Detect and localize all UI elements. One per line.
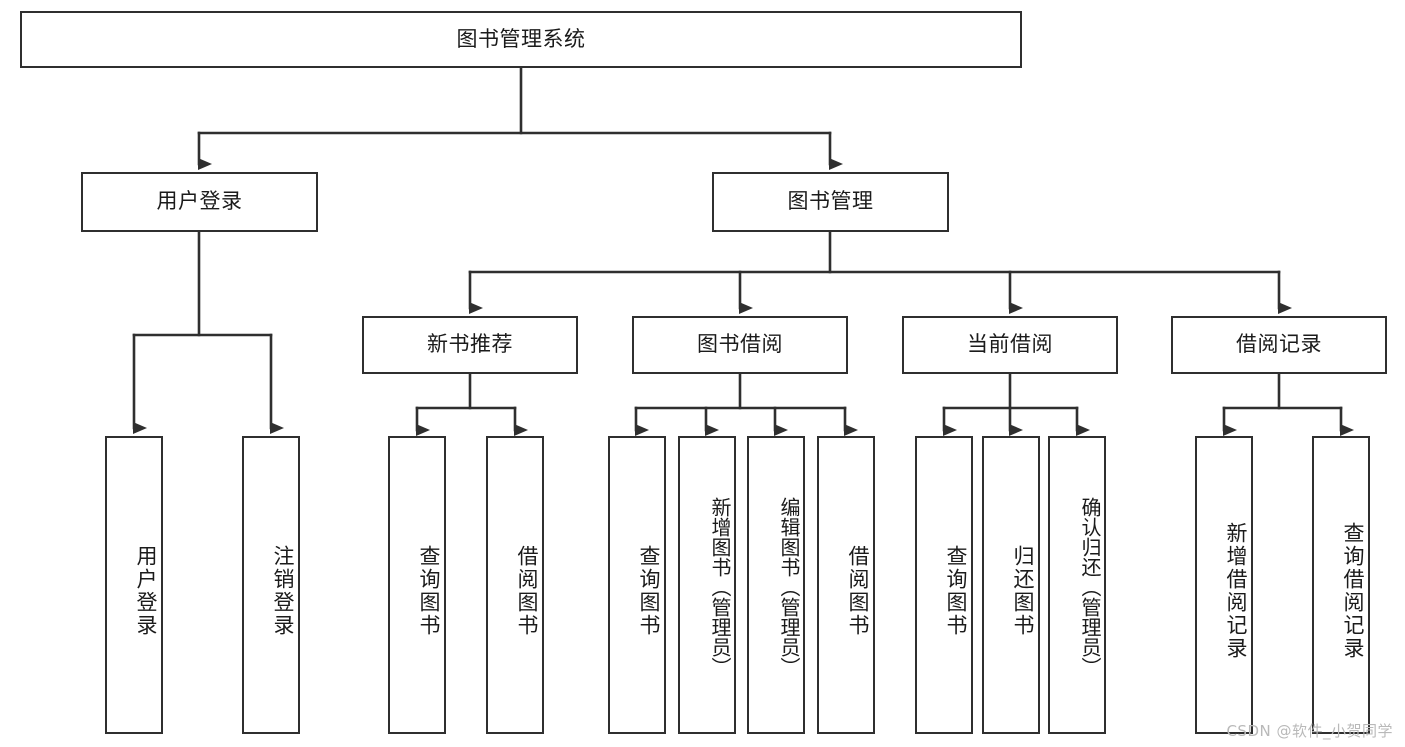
leaf-current-borrow-return-book[interactable]: 归还图书 — [982, 436, 1040, 734]
leaf-book-borrow-add-book-admin[interactable]: 新增图书（管理员） — [678, 436, 736, 734]
node-label: 编辑图书（管理员） — [777, 497, 801, 677]
node-label: 归还图书 — [1011, 545, 1035, 637]
node-root-book-management-system[interactable]: 图书管理系统 — [20, 11, 1022, 68]
leaf-user-login-logout[interactable]: 注销登录 — [242, 436, 300, 734]
leaf-new-book-query-book[interactable]: 查询图书 — [388, 436, 446, 734]
node-label: 用户登录 — [156, 189, 243, 214]
node-label: 当前借阅 — [967, 332, 1053, 357]
csdn-watermark: CSDN @软件_小贺同学 — [1226, 722, 1393, 740]
node-label: 借阅图书 — [515, 545, 539, 637]
node-label: 确认归还（管理员） — [1078, 497, 1102, 677]
node-label: 查询图书 — [417, 545, 441, 637]
leaf-borrow-record-add-record[interactable]: 新增借阅记录 — [1195, 436, 1253, 734]
node-label: 图书管理系统 — [456, 26, 586, 51]
leaf-book-borrow-edit-book-admin[interactable]: 编辑图书（管理员） — [747, 436, 805, 734]
leaf-current-borrow-query-book[interactable]: 查询图书 — [915, 436, 973, 734]
node-user-login[interactable]: 用户登录 — [81, 172, 318, 232]
node-label: 查询图书 — [637, 545, 661, 637]
node-book-borrow[interactable]: 图书借阅 — [632, 316, 848, 374]
node-label: 注销登录 — [271, 545, 295, 637]
node-label: 借阅图书 — [846, 545, 870, 637]
node-label: 查询借阅记录 — [1341, 522, 1365, 660]
leaf-book-borrow-borrow-book[interactable]: 借阅图书 — [817, 436, 875, 734]
node-label: 查询图书 — [944, 545, 968, 637]
node-label: 图书借阅 — [697, 332, 783, 357]
leaf-current-borrow-confirm-return-admin[interactable]: 确认归还（管理员） — [1048, 436, 1106, 734]
node-borrow-record[interactable]: 借阅记录 — [1171, 316, 1387, 374]
node-book-management[interactable]: 图书管理 — [712, 172, 949, 232]
leaf-book-borrow-query-book[interactable]: 查询图书 — [608, 436, 666, 734]
node-label: 用户登录 — [134, 545, 158, 637]
node-label: 新书推荐 — [427, 332, 513, 357]
leaf-user-login-login[interactable]: 用户登录 — [105, 436, 163, 734]
node-label: 借阅记录 — [1236, 332, 1322, 357]
node-label: 新增借阅记录 — [1224, 522, 1248, 660]
node-label: 新增图书（管理员） — [708, 497, 732, 677]
node-label: 图书管理 — [787, 189, 874, 214]
leaf-new-book-borrow-book[interactable]: 借阅图书 — [486, 436, 544, 734]
node-current-borrow[interactable]: 当前借阅 — [902, 316, 1118, 374]
node-new-book-recommend[interactable]: 新书推荐 — [362, 316, 578, 374]
leaf-borrow-record-query-record[interactable]: 查询借阅记录 — [1312, 436, 1370, 734]
